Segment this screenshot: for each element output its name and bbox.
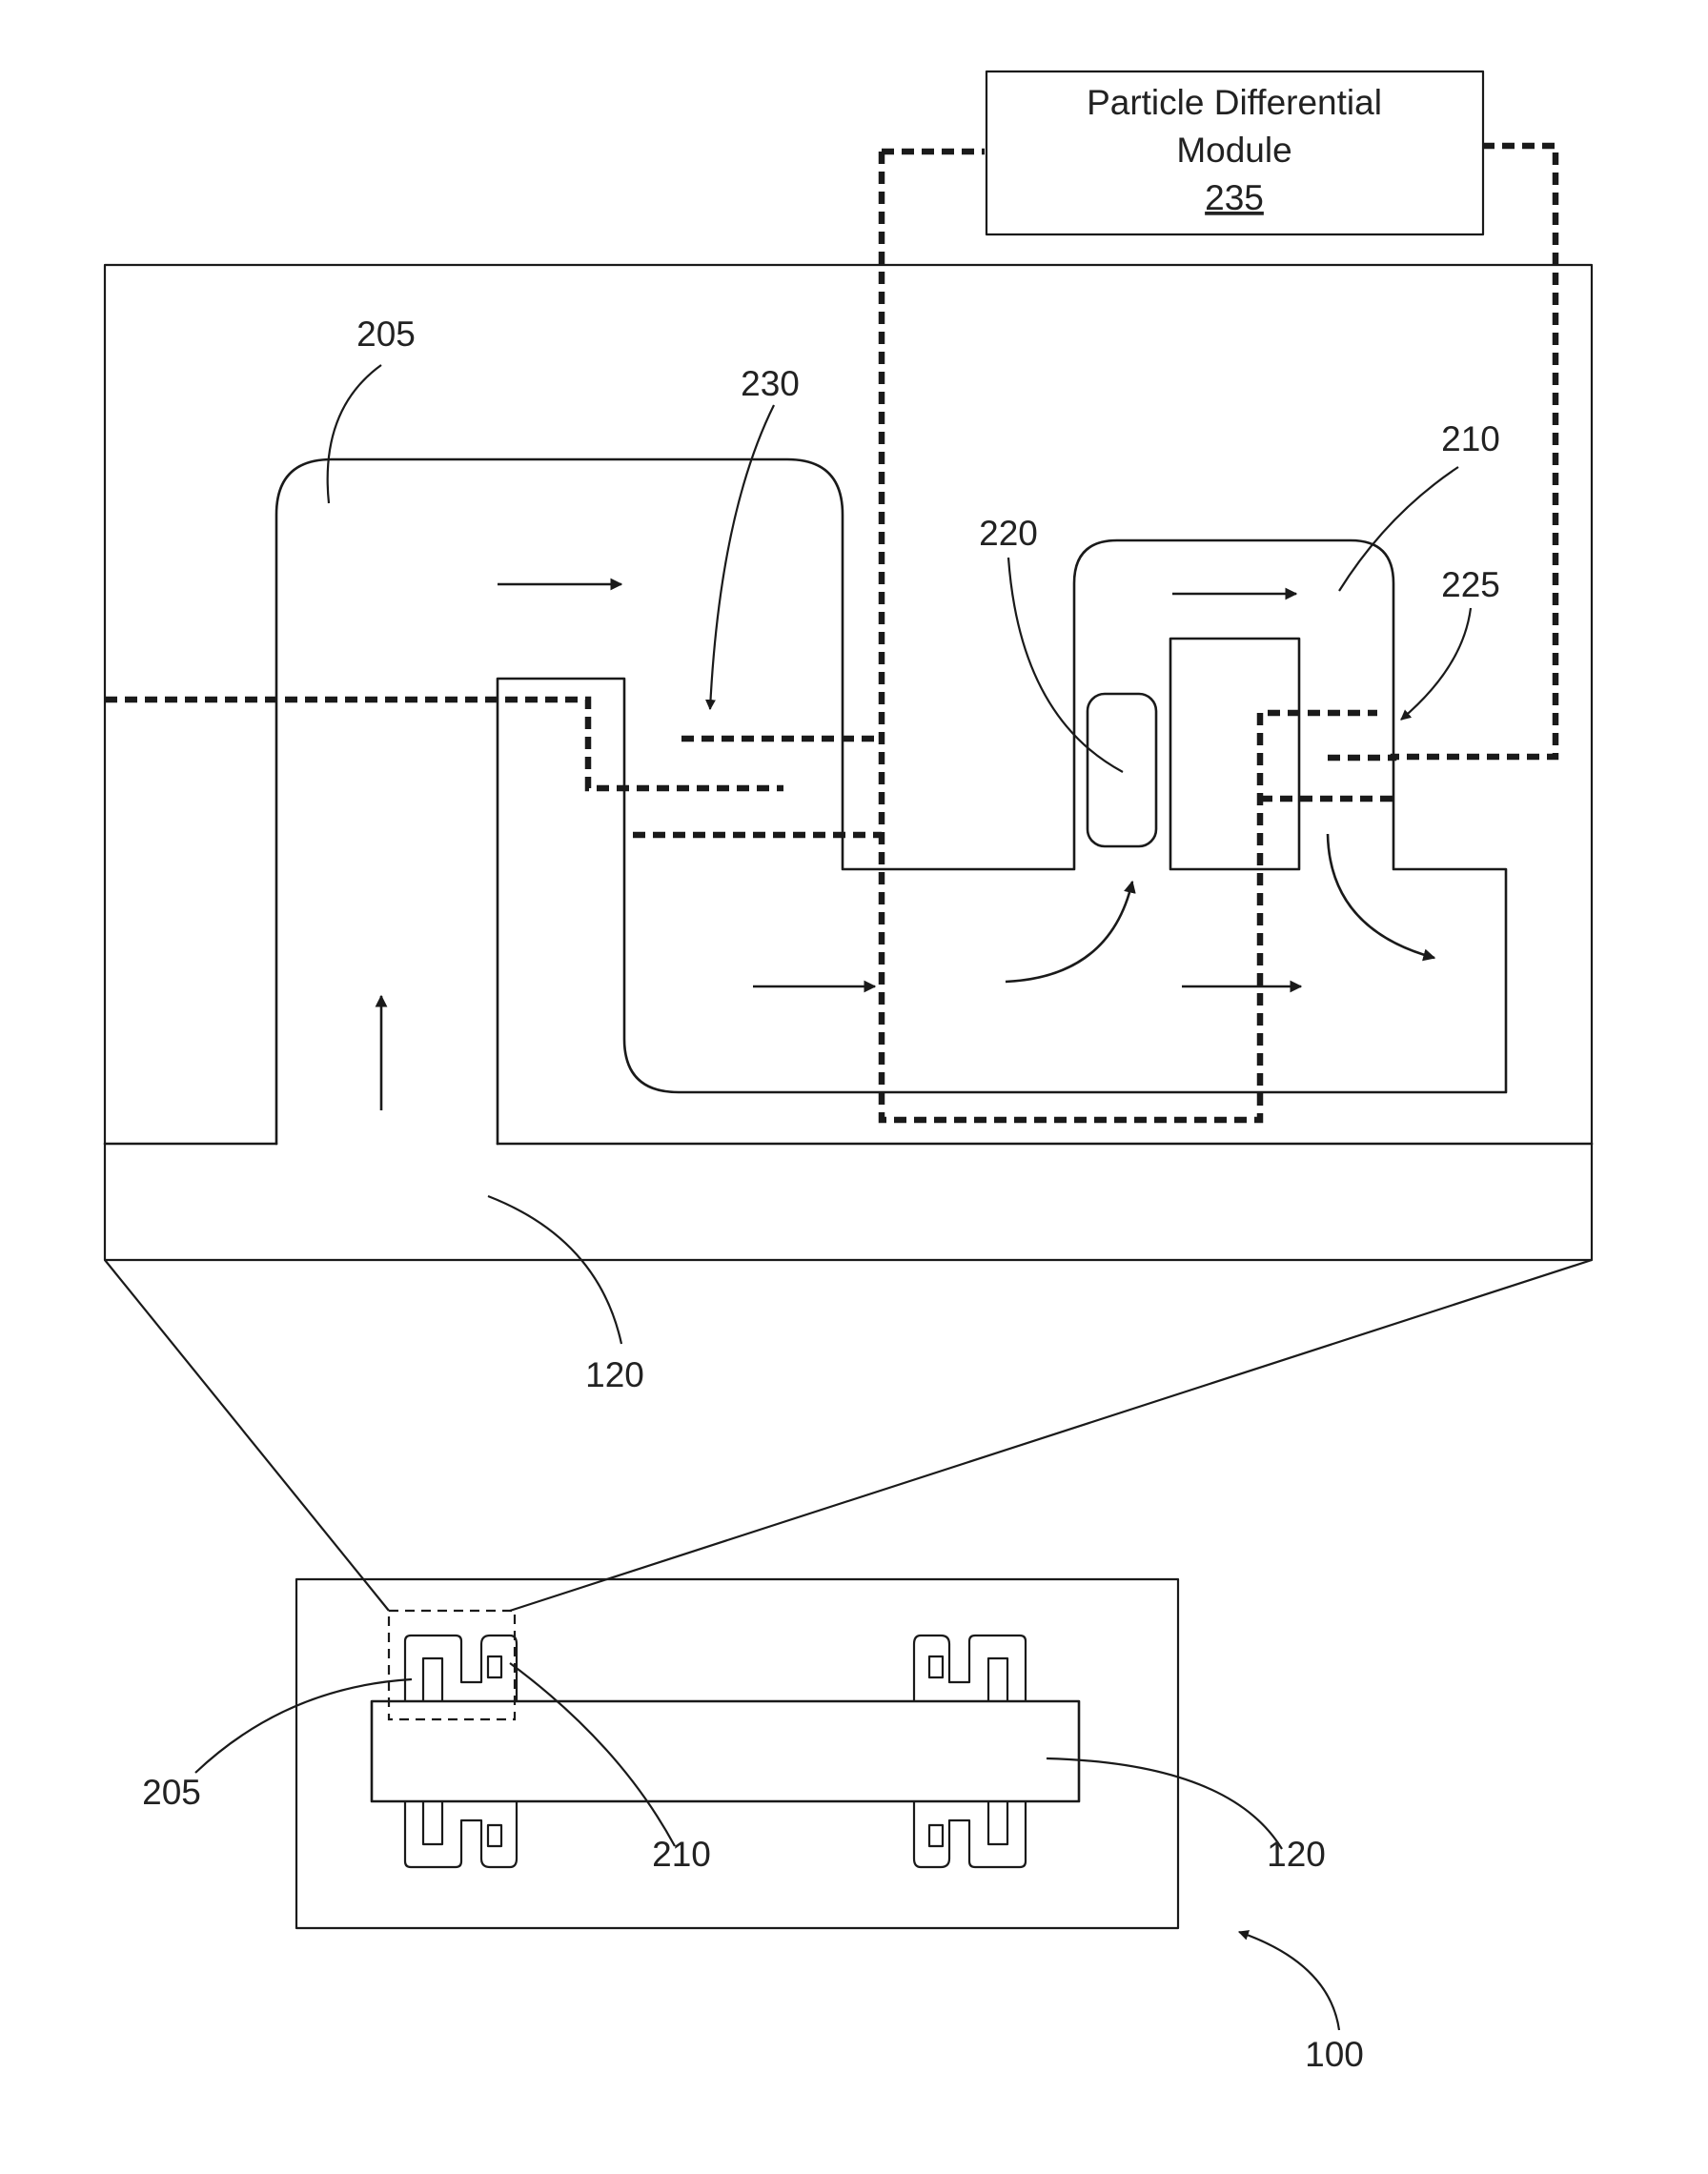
leader-225 bbox=[1401, 608, 1471, 720]
wire-loop-left bbox=[882, 152, 1377, 1120]
leader-230 bbox=[710, 405, 774, 709]
overview-leader-100 bbox=[1239, 1932, 1339, 2030]
overview-label-205: 205 bbox=[142, 1773, 201, 1812]
label-205: 205 bbox=[356, 315, 416, 354]
overview-leader-120 bbox=[1047, 1758, 1282, 1849]
enlarged-view: 205 230 210 220 225 120 bbox=[105, 146, 1592, 1394]
module-title-line1: Particle Differential bbox=[1087, 83, 1382, 122]
overview-main-channel bbox=[372, 1701, 1079, 1801]
particle-differential-module: Particle Differential Module 235 bbox=[986, 71, 1483, 234]
label-220: 220 bbox=[979, 514, 1038, 553]
overview-label-100: 100 bbox=[1305, 2035, 1364, 2074]
label-225: 225 bbox=[1441, 565, 1500, 604]
outlet-inner-block bbox=[1170, 639, 1299, 869]
zoom-line-right bbox=[510, 1260, 1592, 1611]
module-title-line2: Module bbox=[1176, 131, 1291, 170]
leader-220 bbox=[1008, 558, 1123, 772]
label-210: 210 bbox=[1441, 419, 1500, 458]
leader-205 bbox=[328, 365, 381, 503]
overview-label-210: 210 bbox=[652, 1835, 711, 1874]
overview-leader-205 bbox=[195, 1679, 412, 1773]
overview-label-120: 120 bbox=[1267, 1835, 1326, 1874]
label-120: 120 bbox=[585, 1355, 644, 1394]
overview-leader-210 bbox=[510, 1663, 675, 1846]
label-230: 230 bbox=[741, 364, 800, 403]
zoom-line-left bbox=[105, 1260, 389, 1611]
leader-120 bbox=[488, 1196, 621, 1344]
detail-region-box bbox=[389, 1611, 515, 1719]
flow-arrow-curve-up bbox=[1006, 882, 1132, 982]
flow-arrow-curve-down bbox=[1328, 834, 1434, 958]
electrode-trace-left bbox=[105, 700, 783, 788]
particle-trap bbox=[1088, 694, 1156, 846]
device-overview: 205 210 120 100 bbox=[142, 1579, 1364, 2074]
module-ref-number: 235 bbox=[1205, 178, 1264, 217]
